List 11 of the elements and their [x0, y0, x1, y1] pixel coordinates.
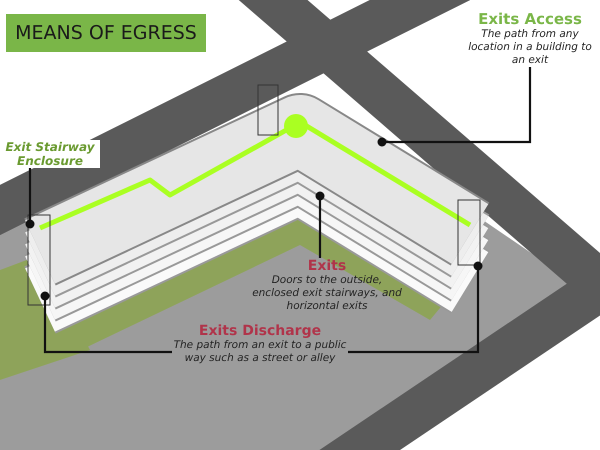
callout-description: Doors to the outside, enclosed exit stairways, and horizontal exits: [251, 274, 403, 313]
leader-line: [348, 262, 482, 354]
callout-description: The path from any location in a building to an exit: [467, 28, 593, 67]
callout-description: The path from an exit to a public way such as a street or alley: [172, 339, 348, 365]
callout-heading: Exit Stairway Enclosure: [4, 140, 96, 168]
leader-line: [26, 168, 34, 228]
title-banner: MEANS OF EGRESS: [6, 14, 206, 52]
leader-line: [378, 67, 532, 146]
callout-heading: Exits Discharge: [198, 323, 322, 339]
leader-line: [40, 292, 172, 354]
callout-heading: Exits Access: [477, 10, 583, 28]
